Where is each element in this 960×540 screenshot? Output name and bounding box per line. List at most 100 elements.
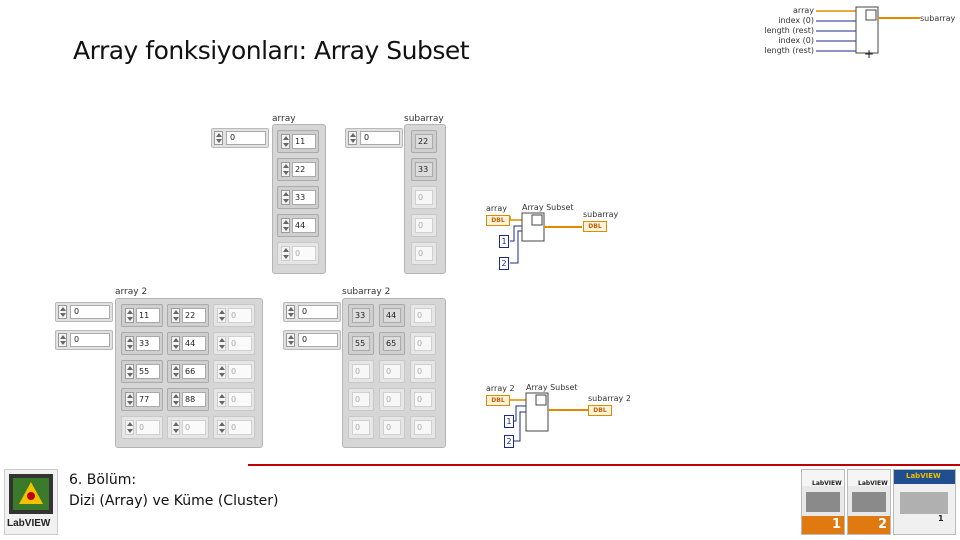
array2-element[interactable]: 0	[213, 388, 255, 411]
array2-element[interactable]: 44	[167, 332, 209, 355]
diagram1-func-label: Array Subset	[522, 203, 574, 212]
spin-icon[interactable]	[281, 162, 290, 177]
array2-element[interactable]: 0	[213, 332, 255, 355]
spin-icon[interactable]	[171, 392, 180, 407]
array-element[interactable]: 33	[277, 186, 319, 209]
spin-icon[interactable]	[125, 336, 134, 351]
array2-element[interactable]: 0	[167, 416, 209, 439]
subarray2-row-index-indicator: 0	[283, 302, 341, 322]
array-element[interactable]: 44	[277, 214, 319, 237]
book-brand: LabVIEW	[906, 472, 941, 480]
spin-icon[interactable]	[125, 308, 134, 323]
subarray2-element: 55	[348, 332, 374, 355]
array2-element[interactable]: 11	[121, 304, 163, 327]
spin-icon	[286, 305, 295, 319]
spin-icon[interactable]	[125, 420, 134, 435]
book-brand: LabVIEW	[812, 480, 842, 487]
array2-element[interactable]: 0	[213, 360, 255, 383]
book-image	[852, 492, 886, 512]
diagram1-array-terminal[interactable]: DBL	[486, 215, 510, 226]
spin-icon[interactable]	[171, 420, 180, 435]
subarray2-element: 65	[379, 332, 405, 355]
footer-subtitle: Dizi (Array) ve Küme (Cluster)	[69, 493, 279, 509]
spin-icon[interactable]	[281, 246, 290, 261]
spin-icon[interactable]	[281, 134, 290, 149]
spin-icon[interactable]	[217, 336, 226, 351]
subarray-index-indicator: 0	[345, 128, 403, 148]
book-number: 1	[832, 517, 842, 532]
spin-icon[interactable]	[217, 364, 226, 379]
help-input-index-2: index (0)	[778, 36, 814, 45]
array-index-control[interactable]: 0	[211, 128, 269, 148]
subarray2-element: 0	[410, 304, 436, 327]
subarray-label: subarray	[404, 114, 444, 124]
diagram1-length-constant[interactable]: 2	[499, 257, 509, 270]
book-number: 1	[938, 514, 944, 523]
array2-element[interactable]: 0	[213, 416, 255, 439]
block-diagram-1: array DBL Array Subset 1 2 subarray DBL	[484, 200, 634, 275]
array2-element[interactable]: 33	[121, 332, 163, 355]
book-cover-1: LabVIEW 1	[801, 469, 845, 535]
array-element[interactable]: 11	[277, 130, 319, 153]
array2-element[interactable]: 0	[213, 304, 255, 327]
spin-icon[interactable]	[214, 131, 223, 145]
diagram2-length-constant[interactable]: 2	[504, 435, 514, 448]
spin-icon[interactable]	[217, 420, 226, 435]
spin-icon[interactable]	[217, 308, 226, 323]
array2-element[interactable]: 0	[121, 416, 163, 439]
book-brand: LabVIEW	[858, 480, 888, 487]
array2-element[interactable]: 77	[121, 388, 163, 411]
spin-icon[interactable]	[171, 364, 180, 379]
array-container: 11 22 33 44 0	[272, 124, 326, 274]
array2-element[interactable]: 55	[121, 360, 163, 383]
diagram2-subarray-terminal[interactable]: DBL	[588, 405, 612, 416]
help-input-index-1: index (0)	[778, 16, 814, 25]
spin-icon	[348, 131, 357, 145]
array2-element[interactable]: 66	[167, 360, 209, 383]
footer-divider	[248, 464, 960, 466]
spin-icon[interactable]	[217, 392, 226, 407]
diagram2-array-terminal[interactable]: DBL	[486, 395, 510, 406]
array2-col-index-control[interactable]: 0	[55, 330, 113, 350]
spin-icon[interactable]	[281, 190, 290, 205]
array2-element[interactable]: 22	[167, 304, 209, 327]
array2-row-index-control[interactable]: 0	[55, 302, 113, 322]
spin-icon[interactable]	[171, 336, 180, 351]
subarray2-element: 0	[410, 332, 436, 355]
book-band	[894, 470, 955, 484]
subarray2-label: subarray 2	[342, 287, 391, 297]
spin-icon[interactable]	[281, 218, 290, 233]
subarray2-col-index-indicator: 0	[283, 330, 341, 350]
subarray2-element: 0	[348, 388, 374, 411]
subarray-element: 0	[411, 214, 437, 237]
spin-icon[interactable]	[58, 305, 67, 319]
subarray2-element: 0	[379, 388, 405, 411]
book-band	[802, 470, 844, 486]
help-input-length-2: length (rest)	[764, 46, 814, 55]
diagram1-index-constant[interactable]: 1	[499, 235, 509, 248]
subarray2-element: 33	[348, 304, 374, 327]
help-wires: +	[816, 6, 920, 61]
spin-icon[interactable]	[58, 333, 67, 347]
array-element[interactable]: 22	[277, 158, 319, 181]
help-input-length-1: length (rest)	[764, 26, 814, 35]
array2-element[interactable]: 88	[167, 388, 209, 411]
node-help-diagram: array index (0) length (rest) index (0) …	[760, 6, 956, 62]
diagram2-index-constant[interactable]: 1	[504, 415, 514, 428]
spin-icon[interactable]	[125, 364, 134, 379]
array-index-value[interactable]: 0	[226, 131, 266, 145]
subarray2-element: 0	[348, 360, 374, 383]
labview-logo: LabVIEW	[4, 469, 58, 535]
diagram1-subarray-terminal[interactable]: DBL	[583, 221, 607, 232]
spin-icon[interactable]	[171, 308, 180, 323]
array-element[interactable]: 0	[277, 242, 319, 265]
book-image	[806, 492, 840, 512]
labview-logo-text: LabVIEW	[7, 518, 51, 529]
diagram2-func-label: Array Subset	[526, 383, 578, 392]
slide-title: Array fonksiyonları: Array Subset	[73, 36, 470, 65]
subarray2-element: 0	[410, 360, 436, 383]
spin-icon[interactable]	[125, 392, 134, 407]
diagram2-wires	[510, 392, 588, 442]
